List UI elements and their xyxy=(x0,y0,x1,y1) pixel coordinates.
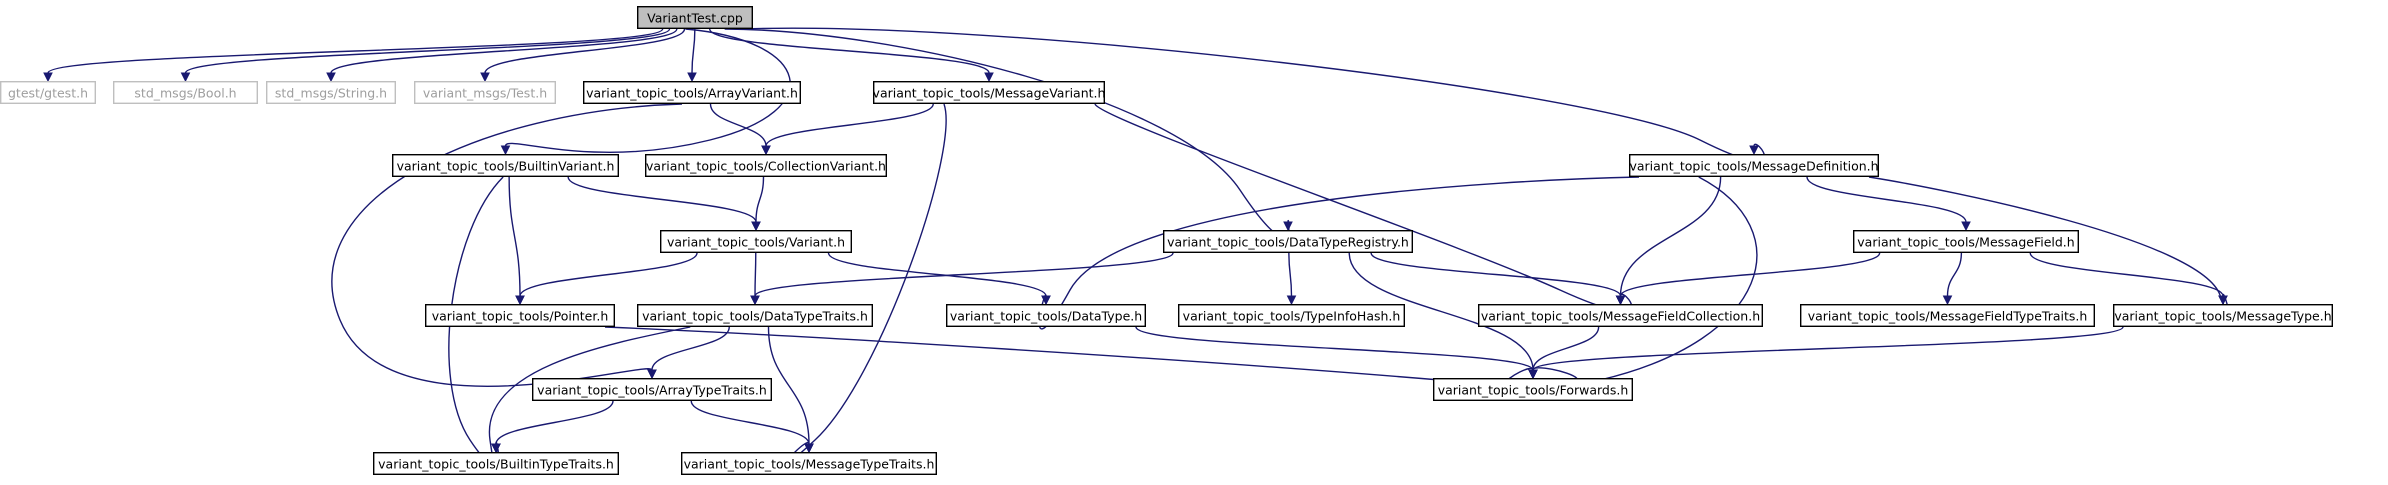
node-builtin-type-traits[interactable]: variant_topic_tools/BuiltinTypeTraits.h xyxy=(373,452,620,476)
node-bool: std_msgs/Bool.h xyxy=(112,80,259,104)
edge-array-variant-to-collection-variant xyxy=(709,103,771,156)
node-data-type-traits[interactable]: variant_topic_tools/DataTypeTraits.h xyxy=(637,304,874,328)
node-label: variant_topic_tools/MessageFieldCollecti… xyxy=(1481,309,1760,324)
node-pointer[interactable]: variant_topic_tools/Pointer.h xyxy=(425,304,616,328)
edge-data-type-registry-to-data-type-traits xyxy=(750,252,1174,306)
node-message-type[interactable]: variant_topic_tools/MessageType.h xyxy=(2112,304,2333,328)
node-data-type-registry[interactable]: variant_topic_tools/DataTypeRegistry.h xyxy=(1162,229,1413,253)
edge-variant-to-data-type xyxy=(827,252,1051,306)
edge-array-type-traits-to-builtin-type-traits xyxy=(491,400,614,454)
node-label: variant_topic_tools/MessageVariant.h xyxy=(873,86,1106,101)
edge-message-variant-to-collection-variant xyxy=(761,103,934,156)
node-label: variant_topic_tools/CollectionVariant.h xyxy=(646,159,886,174)
edge-variant-test-to-message-variant xyxy=(709,28,994,83)
node-message-definition[interactable]: variant_topic_tools/MessageDefinition.h xyxy=(1628,153,1879,177)
node-forwards[interactable]: variant_topic_tools/Forwards.h xyxy=(1432,378,1633,402)
node-label: variant_topic_tools/BuiltinVariant.h xyxy=(397,159,615,174)
edge-collection-variant-to-variant xyxy=(751,176,765,232)
edge-message-type-to-forwards xyxy=(1528,326,2124,380)
edge-variant-test-to-builtin-variant xyxy=(500,28,791,156)
node-string: std_msgs/String.h xyxy=(266,80,397,104)
node-label: std_msgs/String.h xyxy=(275,86,387,101)
node-builtin-variant[interactable]: variant_topic_tools/BuiltinVariant.h xyxy=(392,153,620,177)
edge-variant-test-to-test xyxy=(480,28,686,83)
node-label: variant_topic_tools/ArrayTypeTraits.h xyxy=(537,383,767,398)
node-label: variant_topic_tools/BuiltinTypeTraits.h xyxy=(378,457,614,472)
edge-data-type-traits-to-message-type-traits xyxy=(767,326,814,454)
node-label: variant_topic_tools/DataType.h xyxy=(950,309,1142,324)
node-variant-test[interactable]: VariantTest.cpp xyxy=(637,5,754,30)
node-label: std_msgs/Bool.h xyxy=(134,86,236,101)
edge-data-type-registry-to-message-field-collection xyxy=(1370,252,1626,306)
edge-builtin-variant-to-pointer xyxy=(508,176,525,306)
edge-builtin-variant-to-variant xyxy=(567,176,761,232)
node-label: variant_topic_tools/Pointer.h xyxy=(432,309,609,324)
node-array-variant[interactable]: variant_topic_tools/ArrayVariant.h xyxy=(583,80,802,104)
node-message-field-type-traits[interactable]: variant_topic_tools/MessageFieldTypeTrai… xyxy=(1799,304,2095,328)
node-label: variant_topic_tools/TypeInfoHash.h xyxy=(1183,309,1401,324)
edge-variant-test-to-string xyxy=(326,28,678,83)
node-label: variant_topic_tools/MessageFieldTypeTrai… xyxy=(1808,309,2088,324)
node-data-type[interactable]: variant_topic_tools/DataType.h xyxy=(946,304,1147,328)
node-label: variant_topic_tools/MessageTypeTraits.h xyxy=(684,457,935,472)
edge-message-field-to-message-field-type-traits xyxy=(1942,252,1963,306)
edge-data-type-registry-to-type-info-hash xyxy=(1286,252,1297,306)
node-label: variant_topic_tools/MessageField.h xyxy=(1857,235,2074,250)
node-variant[interactable]: variant_topic_tools/Variant.h xyxy=(660,229,853,253)
edge-data-type-to-forwards xyxy=(1135,326,1538,380)
node-collection-variant[interactable]: variant_topic_tools/CollectionVariant.h xyxy=(645,153,888,177)
node-label: variant_topic_tools/MessageType.h xyxy=(2114,309,2331,324)
node-label: variant_msgs/Test.h xyxy=(423,86,547,101)
node-label: gtest/gtest.h xyxy=(8,86,88,101)
edge-array-type-traits-to-message-type-traits xyxy=(690,400,814,454)
edge-message-definition-to-message-field-collection xyxy=(1615,176,1722,306)
edge-message-definition-to-message-field xyxy=(1806,176,1971,232)
edge-data-type-traits-to-array-type-traits xyxy=(647,326,730,380)
node-label: variant_topic_tools/DataTypeRegistry.h xyxy=(1167,235,1409,250)
edge-message-field-to-message-type xyxy=(2029,252,2228,306)
node-message-variant[interactable]: variant_topic_tools/MessageVariant.h xyxy=(873,80,1106,104)
node-message-field[interactable]: variant_topic_tools/MessageField.h xyxy=(1852,229,2079,253)
node-label: variant_topic_tools/Forwards.h xyxy=(1438,383,1629,398)
node-test: variant_msgs/Test.h xyxy=(414,80,557,104)
node-array-type-traits[interactable]: variant_topic_tools/ArrayTypeTraits.h xyxy=(532,378,773,402)
node-message-field-collection[interactable]: variant_topic_tools/MessageFieldCollecti… xyxy=(1477,304,1763,328)
edge-pointer-to-forwards xyxy=(604,326,1579,387)
node-label: variant_topic_tools/Variant.h xyxy=(667,235,845,250)
edge-variant-test-to-data-type-registry xyxy=(724,28,1293,238)
node-label: variant_topic_tools/MessageDefinition.h xyxy=(1629,159,1878,174)
edge-variant-test-to-gtest xyxy=(43,28,664,83)
node-label: variant_topic_tools/ArrayVariant.h xyxy=(586,86,798,101)
edge-message-definition-to-forwards xyxy=(1501,176,1758,395)
edge-message-field-to-message-field-collection xyxy=(1615,252,1881,306)
node-label: VariantTest.cpp xyxy=(647,11,743,26)
node-message-type-traits[interactable]: variant_topic_tools/MessageTypeTraits.h xyxy=(681,452,938,476)
node-gtest: gtest/gtest.h xyxy=(0,80,96,104)
edge-variant-test-to-array-variant xyxy=(687,28,697,83)
edge-variant-to-pointer xyxy=(515,252,698,306)
node-type-info-hash[interactable]: variant_topic_tools/TypeInfoHash.h xyxy=(1177,304,1405,328)
node-label: variant_topic_tools/DataTypeTraits.h xyxy=(642,309,868,324)
edge-message-field-collection-to-forwards xyxy=(1528,326,1600,380)
edge-variant-test-to-bool xyxy=(180,28,671,83)
